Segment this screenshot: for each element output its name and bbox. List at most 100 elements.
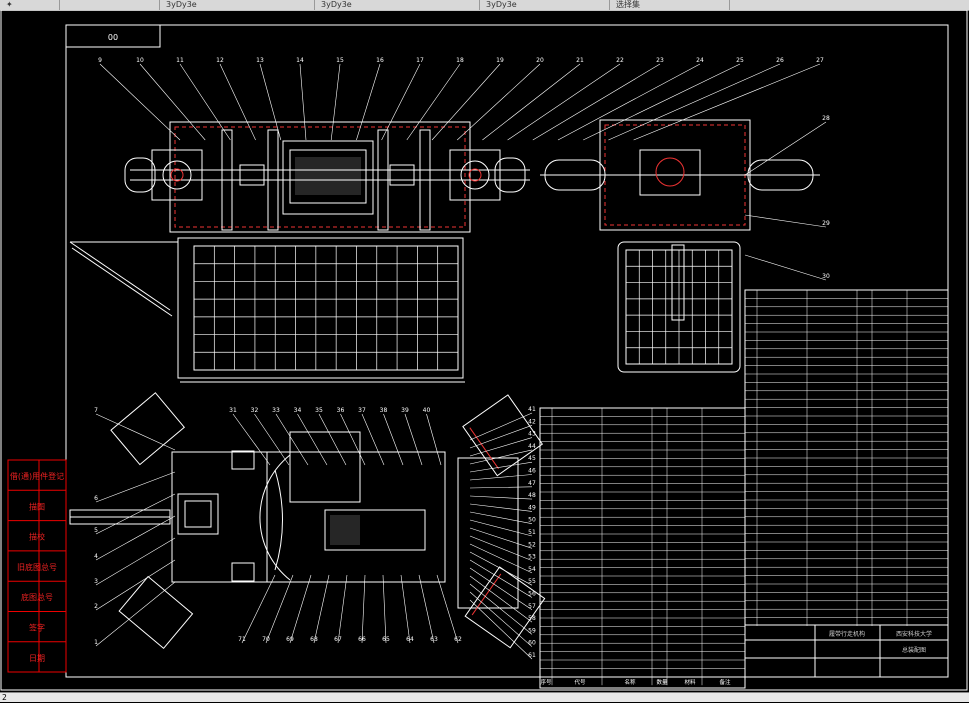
sidebar-label: 描校 bbox=[29, 532, 45, 542]
callout-label: 13 bbox=[256, 57, 264, 64]
bom-header-cell: 序号 bbox=[540, 678, 552, 686]
callout-label: 17 bbox=[416, 57, 424, 64]
callout-label: 19 bbox=[496, 57, 504, 64]
callout-label: 7 bbox=[94, 407, 98, 414]
tab-1[interactable]: 3yDy3e bbox=[160, 0, 315, 10]
callout-label: 61 bbox=[528, 652, 536, 659]
callout-label: 37 bbox=[358, 407, 366, 414]
callout-label: 51 bbox=[528, 529, 536, 536]
callout-label: 70 bbox=[262, 636, 270, 643]
callout-label: 33 bbox=[272, 407, 280, 414]
bom-header-cell: 名称 bbox=[624, 678, 636, 686]
sidebar-label: 借(通)用件登记 bbox=[10, 471, 64, 481]
tab-2[interactable]: 3yDy3e bbox=[315, 0, 480, 10]
callout-label: 71 bbox=[238, 636, 246, 643]
track-grid-left bbox=[69, 237, 465, 383]
side-view bbox=[540, 119, 820, 373]
command-line[interactable]: 2 bbox=[0, 692, 969, 702]
callout-label: 50 bbox=[528, 517, 536, 524]
callout-label: 60 bbox=[528, 640, 536, 647]
callout-label: 56 bbox=[528, 591, 536, 598]
tab-selection-set[interactable]: 选择集 bbox=[610, 0, 730, 10]
callout-label: 25 bbox=[736, 57, 744, 64]
title-block: 西安科技大学 履带行走机构 总装配图 bbox=[744, 624, 949, 678]
sidebar-label: 底图总号 bbox=[21, 592, 53, 602]
callout-label: 11 bbox=[176, 57, 184, 64]
callout-label: 58 bbox=[528, 615, 536, 622]
sidebar-label: 旧底图总号 bbox=[17, 562, 57, 572]
bom-header-row: 序号代号名称数量材料备注 bbox=[540, 678, 731, 686]
callout-label: 57 bbox=[528, 603, 536, 610]
callout-label: 39 bbox=[401, 407, 409, 414]
callout-label: 43 bbox=[528, 431, 536, 438]
plan-view bbox=[69, 392, 546, 650]
callout-label: 34 bbox=[294, 407, 302, 414]
sidebar-label: 描图 bbox=[29, 501, 45, 511]
callout-label: 49 bbox=[528, 504, 536, 511]
callout-label: 38 bbox=[380, 407, 388, 414]
callout-label: 20 bbox=[536, 57, 544, 64]
tab-3[interactable]: 3yDy3e bbox=[480, 0, 610, 10]
callout-label: 47 bbox=[528, 480, 536, 487]
callout-label: 54 bbox=[528, 566, 536, 573]
assembly-label: 总装配图 bbox=[902, 646, 926, 654]
top-assembly-view bbox=[124, 121, 530, 233]
corner-code: 00 bbox=[108, 33, 118, 42]
callouts-bottom: 31 32 33 34 35 36 37 38 39 40 bbox=[229, 407, 442, 466]
bom-header-cell: 材料 bbox=[684, 678, 696, 686]
callout-label: 40 bbox=[423, 407, 431, 414]
callout-label: 4 bbox=[94, 553, 98, 560]
callout-label: 31 bbox=[229, 407, 237, 414]
callout-label: 46 bbox=[528, 468, 536, 475]
callout-label: 35 bbox=[315, 407, 323, 414]
callout-label: 63 bbox=[430, 636, 438, 643]
callout-label: 9 bbox=[98, 57, 102, 64]
callout-label: 67 bbox=[334, 636, 342, 643]
school-name: 西安科技大学 bbox=[896, 630, 932, 638]
callout-label: 28 bbox=[822, 115, 830, 122]
tab-blank[interactable] bbox=[60, 0, 160, 10]
callout-label: 48 bbox=[528, 492, 536, 499]
callout-label: 10 bbox=[136, 57, 144, 64]
callout-label: 6 bbox=[94, 495, 98, 502]
callout-label: 26 bbox=[776, 57, 784, 64]
corner-code-box: 00 bbox=[65, 24, 161, 48]
sidebar-label: 签字 bbox=[29, 623, 45, 633]
callout-label: 36 bbox=[337, 407, 345, 414]
callout-label: 21 bbox=[576, 57, 584, 64]
callout-label: 44 bbox=[528, 443, 536, 450]
bom-table-left bbox=[539, 407, 746, 689]
callout-label: 66 bbox=[358, 636, 366, 643]
callout-label: 23 bbox=[656, 57, 664, 64]
drawing-name: 履带行走机构 bbox=[829, 630, 865, 638]
callout-label: 1 bbox=[94, 639, 98, 646]
callout-label: 5 bbox=[94, 527, 98, 534]
callout-label: 15 bbox=[336, 57, 344, 64]
callout-label: 18 bbox=[456, 57, 464, 64]
callout-label: 53 bbox=[528, 554, 536, 561]
callout-label: 52 bbox=[528, 541, 536, 548]
callout-label: 68 bbox=[310, 636, 318, 643]
bom-header-cell: 数量 bbox=[656, 678, 668, 686]
callout-label: 41 bbox=[528, 406, 536, 413]
callout-label: 69 bbox=[286, 636, 294, 643]
callout-label: 16 bbox=[376, 57, 384, 64]
callout-label: 27 bbox=[816, 57, 824, 64]
callout-label: 22 bbox=[616, 57, 624, 64]
callout-label: 45 bbox=[528, 455, 536, 462]
callout-label: 55 bbox=[528, 578, 536, 585]
callout-label: 30 bbox=[822, 273, 830, 280]
callout-label: 2 bbox=[94, 603, 98, 610]
callout-label: 14 bbox=[296, 57, 304, 64]
callout-label: 65 bbox=[382, 636, 390, 643]
outer-frame bbox=[0, 10, 968, 691]
callout-label: 12 bbox=[216, 57, 224, 64]
callout-label: 42 bbox=[528, 418, 536, 425]
tab-icon[interactable]: ✦ bbox=[0, 0, 60, 10]
callout-label: 32 bbox=[251, 407, 259, 414]
